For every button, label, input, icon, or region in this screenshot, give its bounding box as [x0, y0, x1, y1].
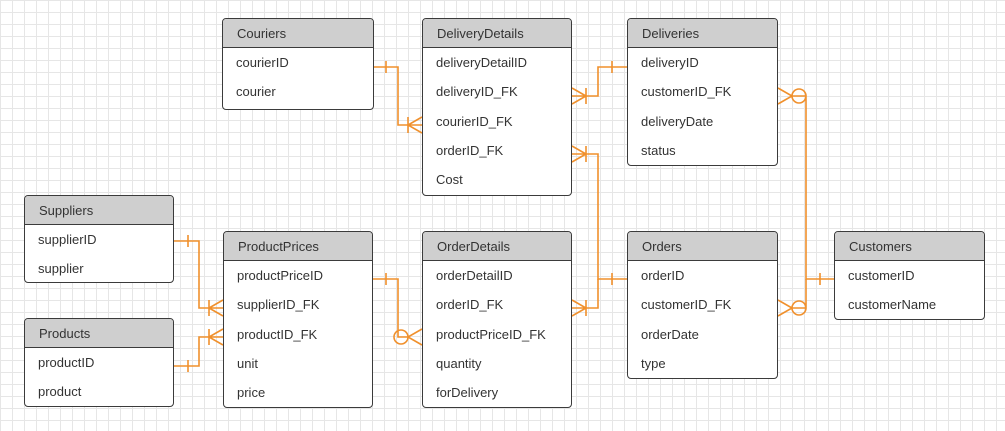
link-deliveries-deliverydetails: [571, 61, 627, 105]
field-type[interactable]: type: [641, 355, 666, 371]
field-status[interactable]: status: [641, 142, 676, 158]
field-deliveryDetailID[interactable]: deliveryDetailID: [436, 55, 528, 70]
entity-title: ProductPrices: [224, 232, 372, 261]
entity-productPrices[interactable]: ProductPrices productPriceID supplierID_…: [223, 231, 373, 408]
entity-deliveries[interactable]: Deliveries deliveryID customerID_FK deli…: [627, 18, 778, 166]
field-supplierID_FK[interactable]: supplierID_FK: [237, 297, 320, 313]
field-orderID_FK[interactable]: orderID_FK: [436, 297, 504, 313]
field-customerID_FK[interactable]: customerID_FK: [641, 297, 732, 313]
field-customerID_FK[interactable]: customerID_FK: [641, 84, 732, 100]
field-productPriceID_FK[interactable]: productPriceID_FK: [436, 326, 546, 342]
field-product[interactable]: product: [38, 384, 82, 400]
field-unit[interactable]: unit: [237, 355, 258, 371]
link-couriers-deliverydetails: [374, 61, 423, 134]
link-suppliers-productprices: [174, 235, 224, 317]
field-customerName[interactable]: customerName: [848, 297, 937, 313]
field-customerID[interactable]: customerID: [848, 268, 915, 283]
entity-orders[interactable]: Orders orderID customerID_FK orderDate t…: [627, 231, 778, 379]
field-orderDate[interactable]: orderDate: [641, 326, 699, 342]
field-orderID[interactable]: orderID: [641, 268, 685, 283]
field-productID[interactable]: productID: [38, 355, 95, 370]
field-courierID[interactable]: courierID: [236, 55, 289, 70]
field-deliveryID_FK[interactable]: deliveryID_FK: [436, 84, 518, 100]
field-productID_FK[interactable]: productID_FK: [237, 326, 318, 342]
field-supplier[interactable]: supplier: [38, 261, 84, 277]
entity-title: Customers: [835, 232, 984, 261]
link-customers-orders: [777, 279, 807, 317]
entity-title: Orders: [628, 232, 777, 261]
field-orderDetailID[interactable]: orderDetailID: [436, 268, 513, 283]
entity-products[interactable]: Products productID product: [24, 318, 174, 407]
entity-title: Deliveries: [628, 19, 777, 48]
entity-title: DeliveryDetails: [423, 19, 571, 48]
field-orderID_FK[interactable]: orderID_FK: [436, 142, 504, 158]
entity-orderDetails[interactable]: OrderDetails orderDetailID orderID_FK pr…: [422, 231, 572, 408]
field-courierID_FK[interactable]: courierID_FK: [436, 113, 513, 129]
field-price[interactable]: price: [237, 385, 266, 401]
field-productPriceID[interactable]: productPriceID: [237, 268, 323, 283]
link-products-productprices: [174, 328, 224, 372]
field-Cost[interactable]: Cost: [436, 172, 463, 188]
field-quantity[interactable]: quantity: [436, 355, 482, 371]
field-supplierID[interactable]: supplierID: [38, 232, 97, 247]
entity-title: OrderDetails: [423, 232, 571, 261]
link-orders-orderdetails: [571, 279, 599, 317]
link-orders-deliverydetails: [571, 145, 627, 285]
entity-customers[interactable]: Customers customerID customerName: [834, 231, 985, 320]
entity-title: Suppliers: [25, 196, 173, 225]
field-deliveryID[interactable]: deliveryID: [641, 55, 699, 70]
field-deliveryDate[interactable]: deliveryDate: [641, 113, 714, 129]
entity-deliveryDetails[interactable]: DeliveryDetails deliveryDetailID deliver…: [422, 18, 572, 196]
entity-title: Couriers: [223, 19, 373, 48]
entity-couriers[interactable]: Couriers courierID courier: [222, 18, 374, 110]
field-forDelivery[interactable]: forDelivery: [436, 385, 499, 401]
entity-suppliers[interactable]: Suppliers supplierID supplier: [24, 195, 174, 283]
link-productprices-orderdetails: [373, 273, 423, 346]
entity-title: Products: [25, 319, 173, 348]
link-customers-deliveries: [777, 87, 834, 285]
field-courier[interactable]: courier: [236, 84, 276, 100]
